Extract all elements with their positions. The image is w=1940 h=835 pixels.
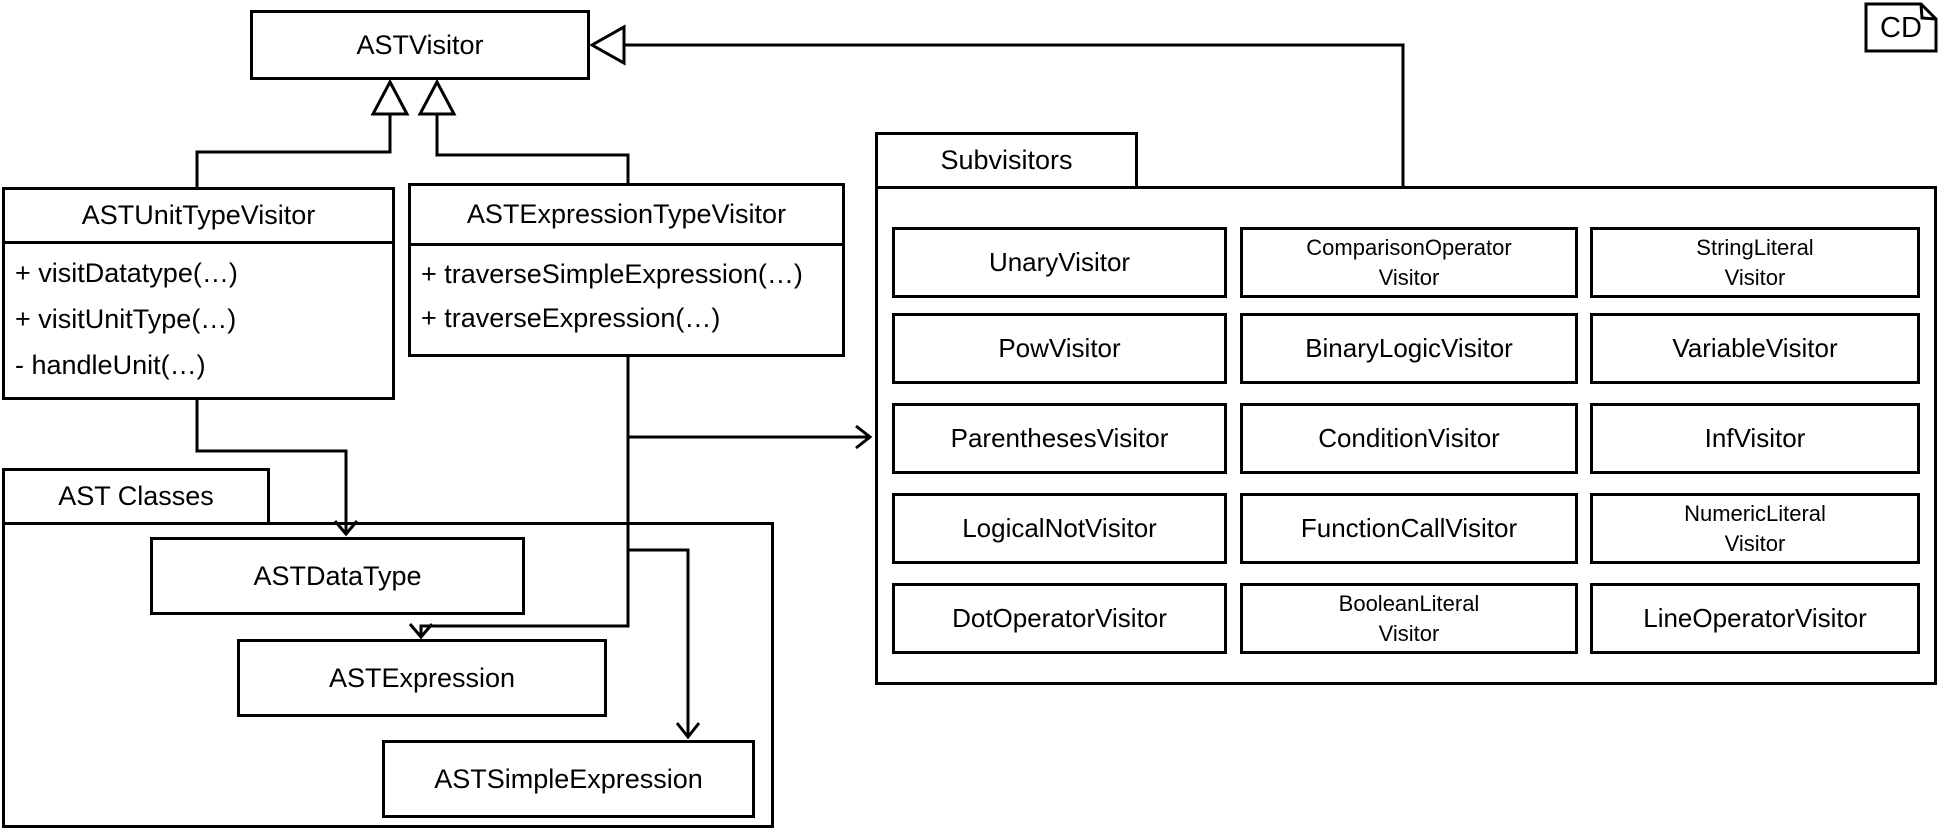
generalization-triangle-right-icon xyxy=(417,78,457,116)
class-inf-visitor: InfVisitor xyxy=(1590,403,1920,474)
method-visit-datatype: + visitDatatype(…) xyxy=(15,258,238,288)
class-binary-logic-visitor: BinaryLogicVisitor xyxy=(1240,313,1578,384)
class-inf-visitor-name: InfVisitor xyxy=(1704,423,1806,453)
generalization-triangle-astvisitor-icon xyxy=(588,24,626,66)
method-traverse-expression: + traverseExpression(…) xyxy=(421,303,721,333)
class-parentheses-visitor-name: ParenthesesVisitor xyxy=(950,423,1169,453)
class-boolean-literal-visitor-name-line2: Visitor xyxy=(1378,620,1440,646)
class-ast-visitor: ASTVisitor xyxy=(250,10,590,80)
ast-classes-package-tab: AST Classes xyxy=(2,468,270,525)
class-ast-simple-expression-name: ASTSimpleExpression xyxy=(434,763,703,794)
class-variable-visitor-name: VariableVisitor xyxy=(1672,333,1838,363)
class-comparison-operator-visitor: ComparisonOperator Visitor xyxy=(1240,227,1578,298)
generalization-unit-to-astvisitor xyxy=(195,114,392,187)
class-numeric-literal-visitor-name-line1: NumericLiteral xyxy=(1684,500,1826,526)
class-condition-visitor-name: ConditionVisitor xyxy=(1318,423,1500,453)
class-variable-visitor: VariableVisitor xyxy=(1590,313,1920,384)
class-dot-operator-visitor-name: DotOperatorVisitor xyxy=(952,603,1167,633)
class-ast-simple-expression: ASTSimpleExpression xyxy=(382,740,755,818)
generalization-triangle-left-icon xyxy=(370,78,410,116)
class-ast-data-type: ASTDataType xyxy=(150,537,525,615)
method-handle-unit: - handleUnit(…) xyxy=(15,350,206,380)
subvisitors-package-tab: Subvisitors xyxy=(875,132,1138,189)
class-ast-expression-name: ASTExpression xyxy=(328,662,516,693)
class-logical-not-visitor: LogicalNotVisitor xyxy=(892,493,1227,564)
class-line-operator-visitor: LineOperatorVisitor xyxy=(1590,583,1920,654)
class-dot-operator-visitor: DotOperatorVisitor xyxy=(892,583,1227,654)
class-ast-data-type-name: ASTDataType xyxy=(253,560,422,591)
class-numeric-literal-visitor-name-line2: Visitor xyxy=(1724,530,1786,556)
class-numeric-literal-visitor: NumericLiteral Visitor xyxy=(1590,493,1920,564)
class-string-literal-visitor: StringLiteral Visitor xyxy=(1590,227,1920,298)
class-ast-unit-type-visitor: ASTUnitTypeVisitor + visitDatatype(…) + … xyxy=(2,187,395,400)
class-condition-visitor: ConditionVisitor xyxy=(1240,403,1578,474)
subvisitors-package-label: Subvisitors xyxy=(940,145,1073,175)
class-string-literal-visitor-name-line1: StringLiteral xyxy=(1696,234,1814,260)
class-ast-expression-type-visitor-name: ASTExpressionTypeVisitor xyxy=(411,186,842,246)
generalization-exprtype-to-astvisitor xyxy=(435,114,630,183)
class-boolean-literal-visitor-name-line1: BooleanLiteral xyxy=(1338,590,1480,616)
class-unary-visitor: UnaryVisitor xyxy=(892,227,1227,298)
class-logical-not-visitor-name: LogicalNotVisitor xyxy=(962,513,1157,543)
class-comparison-operator-visitor-name-line1: ComparisonOperator xyxy=(1306,234,1512,260)
method-traverse-simple-expression: + traverseSimpleExpression(…) xyxy=(421,259,803,289)
class-ast-expression: ASTExpression xyxy=(237,639,607,717)
class-comparison-operator-visitor-name-line2: Visitor xyxy=(1378,264,1440,290)
class-string-literal-visitor-name-line2: Visitor xyxy=(1724,264,1786,290)
class-parentheses-visitor: ParenthesesVisitor xyxy=(892,403,1227,474)
class-unary-visitor-name: UnaryVisitor xyxy=(988,247,1131,277)
class-pow-visitor-name: PowVisitor xyxy=(998,333,1121,363)
class-function-call-visitor: FunctionCallVisitor xyxy=(1240,493,1578,564)
class-ast-expression-type-visitor: ASTExpressionTypeVisitor + traverseSimpl… xyxy=(408,183,845,357)
class-ast-expression-type-visitor-methods: + traverseSimpleExpression(…) + traverse… xyxy=(411,246,842,340)
class-pow-visitor: PowVisitor xyxy=(892,313,1227,384)
diagram-kind-label: CD xyxy=(1880,11,1922,44)
class-binary-logic-visitor-name: BinaryLogicVisitor xyxy=(1305,333,1513,363)
class-ast-visitor-name: ASTVisitor xyxy=(356,29,484,60)
class-ast-unit-type-visitor-name: ASTUnitTypeVisitor xyxy=(5,190,392,244)
class-ast-unit-type-visitor-methods: + visitDatatype(…) + visitUnitType(…) - … xyxy=(5,244,392,388)
method-visit-unit-type: + visitUnitType(…) xyxy=(15,304,237,334)
class-function-call-visitor-name: FunctionCallVisitor xyxy=(1300,513,1518,543)
ast-classes-package-label: AST Classes xyxy=(58,481,214,511)
class-line-operator-visitor-name: LineOperatorVisitor xyxy=(1643,603,1867,633)
class-boolean-literal-visitor: BooleanLiteral Visitor xyxy=(1240,583,1578,654)
open-arrowhead-subvisitors-icon xyxy=(855,424,873,450)
